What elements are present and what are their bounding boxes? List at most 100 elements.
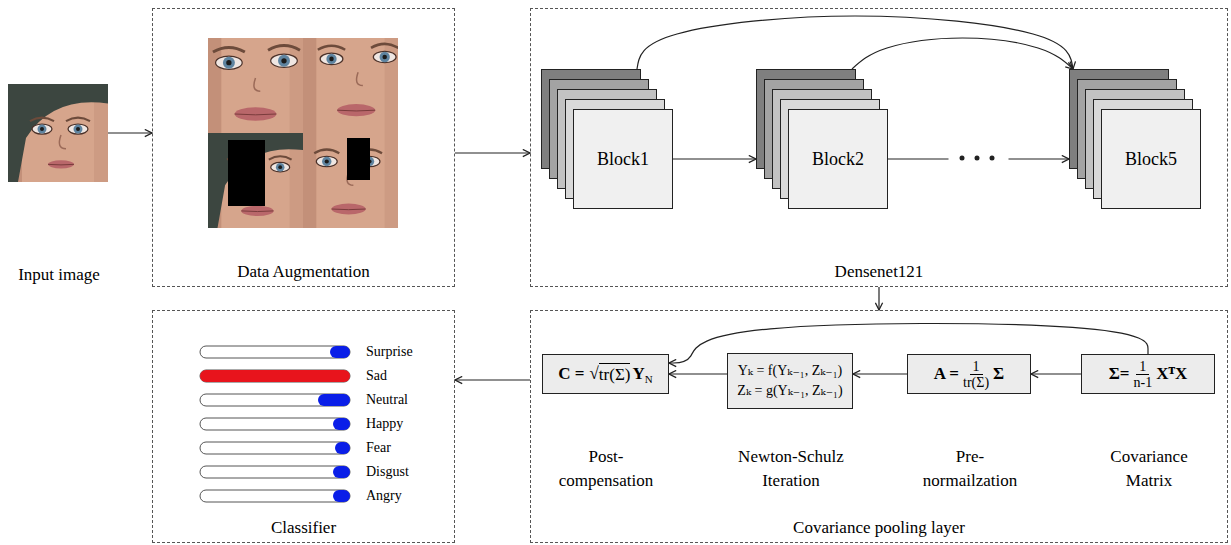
formula-part: n-1 (1134, 375, 1153, 390)
formula-text: 1 (973, 359, 980, 374)
group-title: Data Augmentation (237, 262, 370, 281)
formula-text: 1 (1139, 359, 1146, 374)
probability-bar (200, 346, 350, 358)
connector-arrow (888, 158, 1069, 159)
formula-part: Yₖ = f(Yₖ₋₁, Zₖ₋₁)Zₖ = g(Yₖ₋₁, Zₖ₋₁) (737, 361, 842, 401)
formula-text: n-1 (1134, 375, 1153, 390)
iris (322, 157, 331, 166)
face-skin (208, 38, 303, 133)
eyebrow (314, 149, 339, 153)
connector-arrow (637, 16, 1073, 69)
lips (337, 104, 375, 116)
eye (32, 124, 52, 134)
formula-text: tr(Σ) (963, 375, 989, 390)
face-hair (208, 133, 303, 228)
dashed-group-box: Covariance pooling layerC =√tr(Σ)YNPost-… (530, 310, 1228, 543)
class-label: Happy (366, 414, 403, 434)
formula-text: tr(Σ) (599, 365, 631, 384)
lip-line (241, 210, 273, 212)
feature-map-layer (1102, 110, 1201, 209)
face-photo (208, 38, 303, 133)
caption-area: Input image (0, 263, 118, 287)
connector-arrow (853, 373, 907, 374)
pupil (76, 127, 80, 131)
face-photo (8, 84, 108, 182)
formula-text: A = (934, 364, 959, 383)
connector-arrow (455, 379, 530, 380)
formula-part: A =1tr(Σ)Σ (934, 359, 1004, 390)
block-face: Block1 (573, 109, 673, 209)
group-title: Covariance pooling layer (793, 518, 965, 537)
occlusion-patch (228, 140, 265, 206)
eye (316, 156, 337, 166)
connector-arrow (455, 152, 530, 153)
node-caption: Input image (18, 265, 100, 284)
node-caption: Newton-Schulz Iteration (738, 447, 844, 490)
caption-area: Newton-Schulz Iteration (731, 445, 851, 493)
face-photo (208, 133, 303, 228)
face-skin (303, 133, 398, 228)
connector-arrow (669, 373, 727, 374)
input-image: Input image (8, 84, 108, 182)
eye (271, 54, 298, 67)
formula-part: 1 (970, 359, 983, 375)
formula-text: XᵀX (1156, 364, 1187, 383)
formula-part: Y (632, 364, 644, 384)
ellipsis-dot (975, 156, 980, 161)
ellipsis-dot (960, 156, 965, 161)
occlusion-patch (347, 138, 370, 180)
probability-bar (200, 442, 350, 454)
formula-part: Yₖ = f(Yₖ₋₁, Zₖ₋₁) (738, 361, 843, 381)
eyebrow (30, 118, 54, 122)
lips (332, 204, 366, 215)
connector-arrow (108, 132, 152, 133)
iris (380, 52, 390, 62)
pupil (226, 60, 231, 65)
class-label: Disgust (366, 462, 409, 482)
formula-text: C = (558, 364, 584, 383)
eye (373, 51, 396, 62)
block-face: Block2 (788, 109, 888, 209)
lip-line (337, 110, 375, 112)
caption-area: Covariance Matrix (1089, 445, 1209, 493)
formula-box: A =1tr(Σ)ΣPre- normailzation (907, 354, 1031, 394)
eye (320, 53, 343, 64)
lip-line (332, 209, 366, 211)
block-stack (1069, 69, 1201, 209)
formula-text: Yₖ = f(Yₖ₋₁, Zₖ₋₁) (738, 363, 843, 378)
group-title: Classifier (271, 518, 336, 537)
pupil (278, 165, 282, 169)
face-hair (8, 84, 108, 182)
feature-map-layer (574, 110, 673, 209)
caption-area: Data Augmentation (153, 261, 454, 283)
dense-block: Block1 (541, 69, 673, 209)
lip-line (235, 114, 277, 116)
eye (271, 162, 290, 172)
nose (357, 72, 363, 85)
caption-area: Densenet121 (531, 261, 1227, 283)
dashed-group-box: Densenet121 Block1 Block2 Block5 (530, 8, 1228, 287)
formula-text: N (645, 373, 653, 385)
connector-arrow (673, 158, 756, 159)
pupil (382, 55, 387, 60)
probability-bar (200, 418, 350, 430)
face-skin (208, 133, 303, 228)
pupil (325, 159, 329, 163)
probability-fill (330, 346, 350, 358)
formula-part: tr(Σ) (963, 375, 989, 390)
lips (241, 206, 273, 216)
iris (74, 125, 83, 134)
eyebrow (268, 46, 300, 51)
caption-area: Classifier (153, 517, 454, 539)
formula-part: 1n-1 (1134, 359, 1153, 390)
eye (68, 124, 88, 134)
block-label: Block2 (812, 149, 864, 170)
block-face: Block5 (1101, 109, 1201, 209)
formula-box: Yₖ = f(Yₖ₋₁, Zₖ₋₁)Zₖ = g(Yₖ₋₁, Zₖ₋₁)Newt… (727, 353, 853, 409)
node-caption: Pre- normailzation (923, 447, 1017, 490)
lips (48, 160, 74, 168)
dense-block: Block5 (1069, 69, 1201, 209)
formula-part: A = (934, 364, 959, 384)
probability-fill (200, 370, 350, 382)
